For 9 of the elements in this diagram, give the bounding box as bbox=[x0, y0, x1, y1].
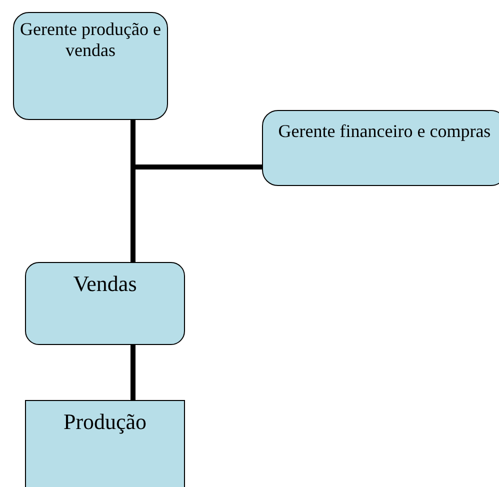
rounded-box bbox=[25, 262, 185, 345]
node-label: Vendas bbox=[72, 271, 138, 297]
node-label: Gerente financeiro e compras bbox=[277, 121, 492, 142]
rounded-box bbox=[13, 12, 168, 120]
rounded-box bbox=[262, 110, 499, 186]
connector-line bbox=[130, 345, 136, 400]
box bbox=[25, 400, 185, 487]
node-label: Gerente produção e vendas bbox=[19, 19, 162, 61]
node-label: Produção bbox=[62, 409, 148, 435]
